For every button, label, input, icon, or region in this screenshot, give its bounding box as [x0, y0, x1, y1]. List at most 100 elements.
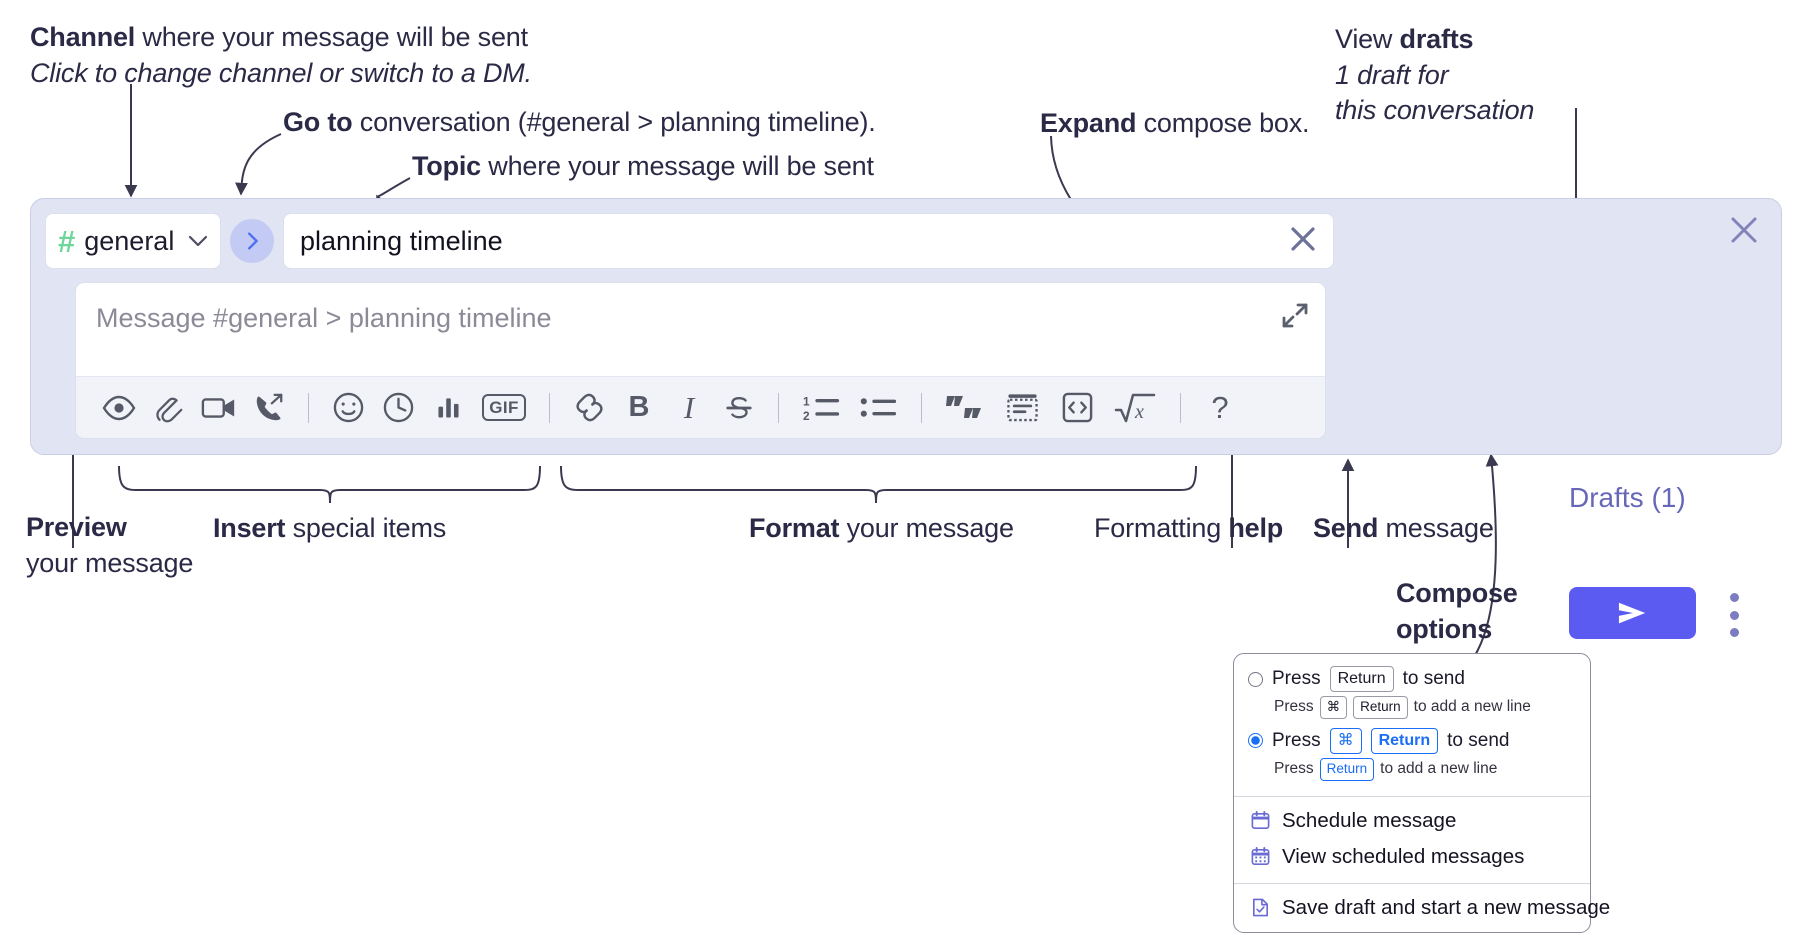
option2-press: Press	[1272, 729, 1321, 751]
emoji-icon[interactable]	[323, 385, 373, 431]
code-block-icon[interactable]	[994, 385, 1050, 431]
strikethrough-icon[interactable]	[714, 385, 764, 431]
menu-option-return-sub: Press ⌘ Return to add a new line	[1234, 692, 1590, 726]
annotation-channel: Channel where your message will be sent …	[30, 20, 532, 91]
menu-item-view-scheduled-messages[interactable]: View scheduled messages	[1234, 839, 1590, 875]
annotation-compose-options-bold2: options	[1396, 613, 1493, 644]
annotation-insert-bold: Insert	[213, 513, 286, 543]
compose-panel: # general planning timeline Message #gen…	[30, 198, 1782, 639]
annotation-drafts-bold: drafts	[1399, 24, 1474, 54]
annotation-drafts-plain: View	[1335, 24, 1400, 54]
menu-item-label: Save draft and start a new message	[1282, 895, 1611, 919]
compose-options-menu: Press Return to send Press ⌘ Return to a…	[1233, 653, 1610, 933]
preview-icon[interactable]	[94, 385, 144, 431]
annotation-send-rest: message	[1378, 513, 1494, 543]
message-placeholder: Message #general > planning timeline	[96, 303, 552, 333]
key-return: Return	[1353, 696, 1408, 719]
video-icon[interactable]	[194, 385, 244, 431]
toolbar-separator	[308, 392, 309, 423]
formatting-toolbar: GIF B I	[76, 376, 1325, 438]
annotation-drafts-italic2: this conversation	[1335, 95, 1535, 126]
menu-item-label: View scheduled messages	[1282, 844, 1525, 868]
channel-select[interactable]: # general	[45, 213, 221, 269]
menu-option-return-to-send[interactable]: Press Return to send	[1234, 664, 1590, 692]
save-draft-icon	[1250, 897, 1271, 918]
italic-icon[interactable]: I	[664, 385, 714, 431]
radio-unselected-icon[interactable]	[1248, 671, 1263, 687]
poll-icon[interactable]	[423, 385, 473, 431]
option2-sub-rest: to add a new line	[1380, 760, 1498, 778]
help-icon[interactable]: ?	[1195, 385, 1245, 431]
kebab-dot	[1729, 593, 1739, 602]
annotation-topic: Topic where your message will be sent	[412, 149, 874, 185]
call-forward-icon[interactable]	[244, 385, 294, 431]
toolbar-separator	[1180, 392, 1181, 423]
menu-divider	[1234, 882, 1590, 884]
annotation-insert: Insert special items	[213, 511, 446, 547]
key-return: Return	[1319, 757, 1375, 781]
annotation-preview: Preview your message	[26, 510, 193, 581]
go-to-conversation-button[interactable]	[230, 219, 274, 263]
key-command: ⌘	[1319, 696, 1348, 719]
clear-topic-icon[interactable]	[1287, 223, 1319, 260]
option2-sub-press: Press	[1274, 760, 1314, 778]
menu-option-cmd-return-to-send[interactable]: Press ⌘ Return to send	[1234, 726, 1590, 754]
annotation-channel-bold: Channel	[30, 22, 136, 52]
send-button[interactable]	[1569, 587, 1696, 639]
annotation-format-rest: your message	[839, 513, 1014, 543]
toolbar-separator	[549, 392, 550, 423]
ordered-list-icon[interactable]: 1 2	[793, 385, 851, 431]
annotation-channel-italic: Click to change channel or switch to a D…	[30, 57, 532, 88]
annotation-send: Send message	[1313, 511, 1494, 547]
key-command: ⌘	[1329, 727, 1362, 754]
close-icon[interactable]	[1727, 213, 1761, 247]
math-icon[interactable]: x	[1104, 385, 1166, 431]
message-input-box[interactable]: Message #general > planning timeline	[75, 282, 1326, 439]
blockquote-icon[interactable]	[936, 385, 994, 431]
compose-options-button[interactable]	[1723, 593, 1745, 637]
menu-item-schedule-message[interactable]: Schedule message	[1234, 803, 1590, 839]
gif-label: GIF	[482, 394, 526, 421]
expand-compose-icon[interactable]	[1279, 299, 1311, 331]
annotation-help-bold: help	[1228, 513, 1284, 543]
bold-icon[interactable]: B	[614, 385, 664, 431]
radio-selected-icon[interactable]	[1248, 733, 1263, 749]
link-icon[interactable]	[564, 385, 614, 431]
annotation-preview-bold: Preview	[26, 512, 127, 542]
toolbar-separator	[921, 392, 922, 423]
kebab-dot	[1729, 610, 1739, 620]
key-return: Return	[1329, 666, 1394, 692]
svg-text:2: 2	[803, 409, 810, 423]
attachment-icon[interactable]	[144, 385, 194, 431]
option1-press: Press	[1272, 668, 1321, 689]
annotation-send-bold: Send	[1313, 513, 1379, 543]
send-arrow-icon	[1618, 602, 1645, 624]
annotation-goto-bold: Go to	[283, 107, 353, 137]
annotation-expand-rest: compose box.	[1136, 108, 1310, 138]
menu-item-label: Schedule message	[1282, 808, 1457, 832]
topic-input[interactable]: planning timeline	[283, 213, 1334, 269]
annotation-drafts: View drafts 1 draft for this conversatio…	[1335, 22, 1534, 129]
help-label: ?	[1211, 390, 1229, 425]
chevron-down-icon	[188, 233, 208, 250]
svg-text:x: x	[1134, 401, 1144, 423]
clock-icon[interactable]	[373, 385, 423, 431]
option1-to-send: to send	[1402, 668, 1465, 689]
option2-to-send: to send	[1447, 729, 1510, 751]
bulleted-list-icon[interactable]	[851, 385, 907, 431]
drafts-link[interactable]: Drafts (1)	[1569, 482, 1686, 513]
annotation-format: Format your message	[749, 511, 1014, 547]
code-snippet-icon[interactable]	[1050, 385, 1104, 431]
annotation-channel-rest: where your message will be sent	[135, 22, 528, 52]
calendar-schedule-icon	[1250, 810, 1271, 831]
annotation-drafts-italic1: 1 draft for	[1335, 59, 1449, 90]
bold-label: B	[628, 391, 650, 423]
hash-icon: #	[58, 223, 76, 259]
annotation-expand: Expand compose box.	[1040, 106, 1310, 142]
menu-item-save-draft[interactable]: Save draft and start a new message	[1234, 890, 1610, 926]
annotation-goto-rest: conversation (#general > planning timeli…	[352, 107, 876, 137]
gif-icon[interactable]: GIF	[473, 385, 535, 431]
annotation-format-bold: Format	[749, 513, 840, 543]
annotation-topic-rest: where your message will be sent	[481, 151, 874, 181]
